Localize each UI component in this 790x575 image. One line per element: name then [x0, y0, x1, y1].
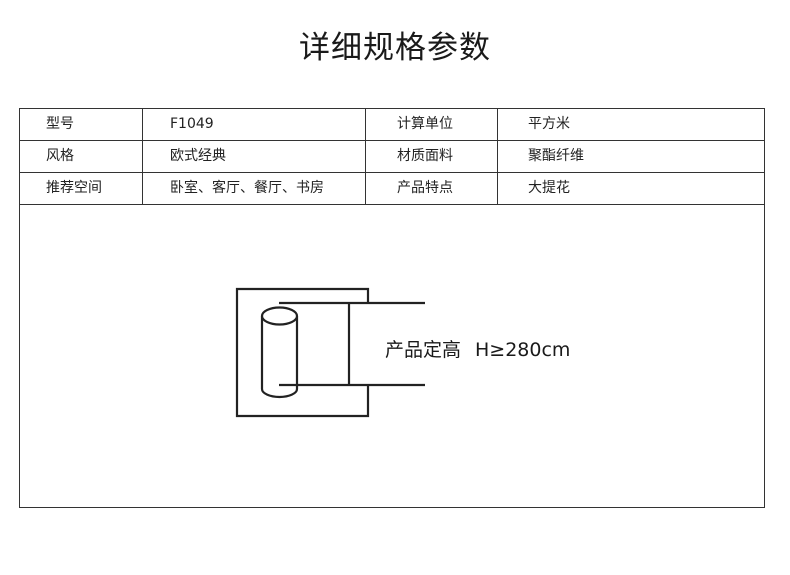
spec-value-room: 卧室、客厅、餐厅、书房 — [170, 180, 324, 196]
height-label: 产品定高 — [385, 339, 462, 361]
spec-value-unit: 平方米 — [528, 116, 570, 132]
spec-row-1: 型号 F1049 计算单位 平方米 — [20, 109, 764, 141]
spec-value-style: 欧式经典 — [170, 148, 226, 164]
spec-row-3: 推荐空间 卧室、客厅、餐厅、书房 产品特点 大提花 — [20, 173, 764, 205]
spec-table: 型号 F1049 计算单位 平方米 风格 欧式经典 材质面料 聚酯纤维 推荐空间… — [19, 108, 765, 508]
spec-row-2: 风格 欧式经典 材质面料 聚酯纤维 — [20, 141, 764, 173]
spec-label-unit: 计算单位 — [397, 116, 453, 132]
column-divider — [497, 109, 498, 205]
spec-value-model: F1049 — [170, 116, 214, 132]
column-divider — [365, 109, 366, 205]
spec-value-feature: 大提花 — [528, 180, 570, 196]
spec-label-room: 推荐空间 — [46, 180, 102, 196]
spec-label-style: 风格 — [46, 148, 74, 164]
height-spec-label: 产品定高 H≥280cm — [385, 335, 570, 362]
height-value: H≥280cm — [475, 339, 571, 361]
page-title: 详细规格参数 — [299, 30, 491, 66]
spec-label-model: 型号 — [46, 116, 74, 132]
spec-label-feature: 产品特点 — [397, 180, 453, 196]
spec-label-material: 材质面料 — [397, 148, 453, 164]
column-divider — [142, 109, 143, 205]
spec-value-material: 聚酯纤维 — [528, 148, 584, 164]
